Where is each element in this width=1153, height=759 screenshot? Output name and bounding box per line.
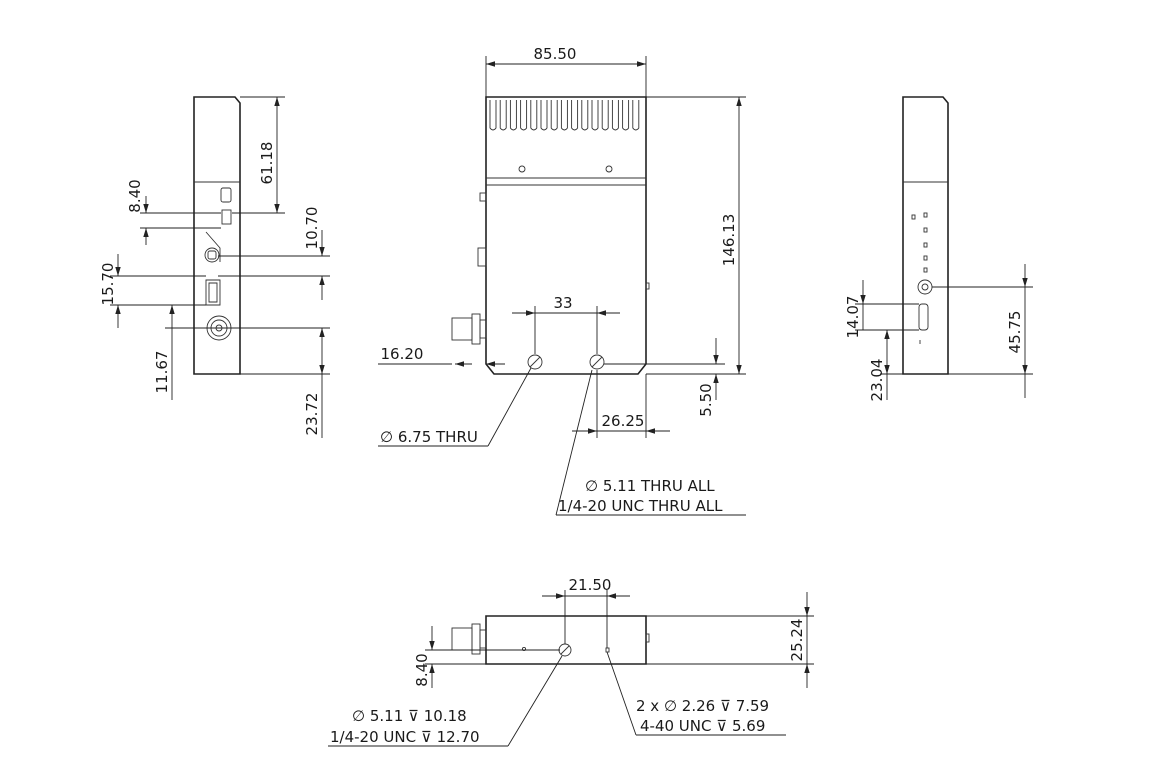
callout-thru-all-1: ∅ 5.11 THRU ALL xyxy=(585,477,715,495)
dim-15-70: 15.70 xyxy=(99,263,117,306)
usb-port-icon xyxy=(220,187,232,225)
heatsink-fins xyxy=(486,100,646,179)
left-side-view: 61.18 8.40 10.70 15.70 11.67 23.72 xyxy=(99,96,330,438)
bnc-connector-bottom-icon xyxy=(451,623,487,655)
usb-c-port-icon xyxy=(918,303,929,331)
dim-16-20: 16.20 xyxy=(381,345,424,363)
dim-14-07: 14.07 xyxy=(844,296,862,339)
dim-11-67: 11.67 xyxy=(153,351,171,394)
callout-bottom-left-1: ∅ 5.11 ⊽ 10.18 xyxy=(352,707,467,725)
dim-45-75: 45.75 xyxy=(1006,311,1024,354)
dim-8-40: 8.40 xyxy=(126,179,144,212)
front-view: 85.50 146.13 33 16.20 5.50 26.25 xyxy=(378,45,746,516)
dim-5-50: 5.50 xyxy=(697,383,715,416)
dim-10-70: 10.70 xyxy=(303,207,321,250)
led-indicators xyxy=(911,212,928,273)
bnc-connector-side-icon xyxy=(451,313,487,345)
callout-thru-all-2: 1/4-20 UNC THRU ALL xyxy=(558,497,723,515)
right-side-view: 14.07 23.04 45.75 xyxy=(844,96,1033,402)
callout-bottom-right-2: 4-40 UNC ⊽ 5.69 xyxy=(640,717,765,735)
dim-26-25: 26.25 xyxy=(602,412,645,430)
audio-jack-icon xyxy=(204,247,220,263)
callout-bottom-left-2: 1/4-20 UNC ⊽ 12.70 xyxy=(330,728,480,746)
dim-85-50: 85.50 xyxy=(534,45,577,63)
dim-33: 33 xyxy=(553,294,572,312)
dim-25-24: 25.24 xyxy=(788,619,806,662)
dim-21-50: 21.50 xyxy=(569,576,612,594)
bottom-view: 21.50 25.24 8.40 ∅ 5.11 ⊽ 10.18 1/4-20 U… xyxy=(328,576,814,747)
dim-146-13: 146.13 xyxy=(720,214,738,267)
dim-8-40-bottom: 8.40 xyxy=(413,653,431,686)
dim-23-72: 23.72 xyxy=(303,393,321,436)
dim-61-18: 61.18 xyxy=(258,142,276,185)
hdmi-port-icon xyxy=(205,279,221,306)
callout-thru-hole: ∅ 6.75 THRU xyxy=(380,428,478,446)
dim-23-04: 23.04 xyxy=(868,359,886,402)
callout-bottom-right-1: 2 x ∅ 2.26 ⊽ 7.59 xyxy=(636,697,769,715)
